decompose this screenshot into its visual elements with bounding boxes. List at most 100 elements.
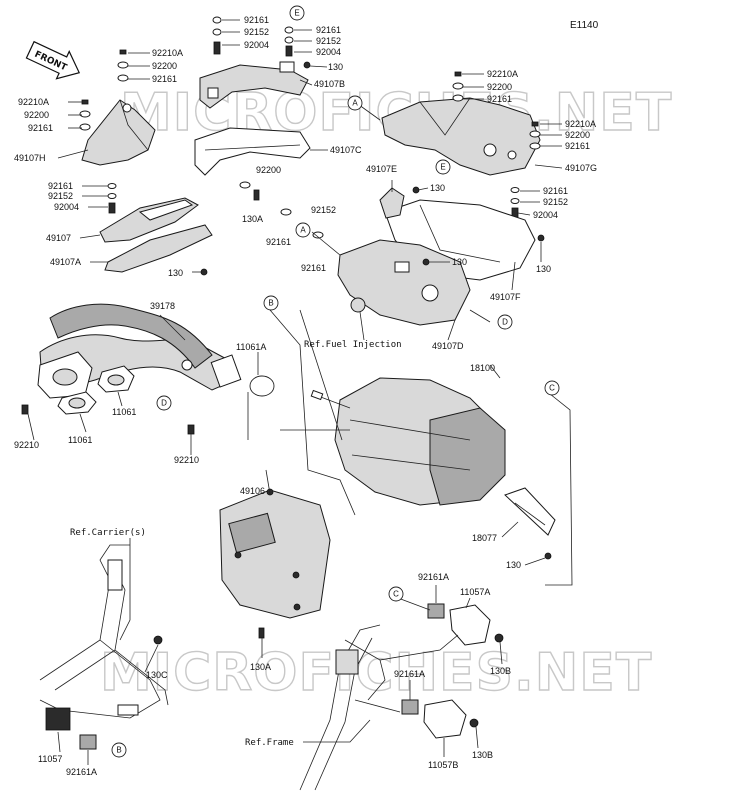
hardware-stack-right-lower	[510, 187, 520, 219]
label-92161-g: 92161	[565, 141, 590, 151]
ref-fuel-injection: Ref.Fuel Injection	[304, 340, 402, 350]
label-130-left: 130	[168, 268, 183, 278]
label-92152-a: 92152	[244, 27, 269, 37]
label-130-muffler: 130	[506, 560, 521, 570]
leader-lines	[27, 19, 573, 765]
label-39178: 39178	[150, 301, 175, 311]
label-49107: 49107	[46, 233, 71, 243]
collar-92161A-lower	[401, 699, 419, 715]
svg-text:E: E	[440, 163, 445, 172]
callout-C-lower: C	[388, 586, 404, 602]
label-92200-mid: 92200	[256, 165, 281, 175]
rubber-mount-11057	[45, 707, 71, 731]
nut-92210-right	[187, 424, 195, 435]
label-92210A-c: 92210A	[487, 69, 518, 79]
bolt-130B-upper	[494, 633, 504, 643]
label-92161-h: 92161	[543, 186, 568, 196]
svg-text:B: B	[268, 299, 273, 308]
collar-92161-mid	[280, 208, 292, 216]
label-11061A: 11061A	[236, 342, 266, 352]
label-92161A-upper: 92161A	[418, 572, 449, 582]
label-11057: 11057	[38, 754, 62, 764]
label-130-center: 130	[452, 257, 467, 267]
svg-text:C: C	[393, 590, 399, 599]
tail-pipe-18077	[504, 487, 556, 536]
callout-E-right: E	[435, 159, 451, 175]
svg-text:E: E	[294, 9, 299, 18]
heat-shield-49106	[219, 488, 331, 619]
label-92161-c: 92161	[152, 74, 177, 84]
label-130B-lower: 130B	[472, 750, 493, 760]
svg-text:C: C	[549, 384, 555, 393]
callout-E-top: E	[289, 5, 305, 21]
label-92210-a: 92210	[14, 440, 39, 450]
carrier-frame	[39, 544, 169, 719]
label-130C: 130C	[146, 670, 168, 680]
label-92200-c: 92200	[487, 82, 512, 92]
svg-text:A: A	[300, 226, 306, 235]
gasket-11061-right	[97, 365, 135, 393]
washer-92200-mid	[239, 181, 251, 189]
label-49106: 49106	[240, 486, 265, 496]
heat-shield-49107G	[381, 97, 541, 176]
label-49107E: 49107E	[366, 164, 397, 174]
label-92200-d: 92200	[565, 130, 590, 140]
diagram-code: E1140	[570, 20, 599, 31]
frame-bracket	[299, 624, 386, 791]
bolt-130-right	[537, 234, 545, 242]
label-49107D: 49107D	[432, 341, 464, 351]
rubber-mount-11057B	[423, 699, 467, 739]
label-92161-f: 92161	[487, 94, 512, 104]
label-11057A: 11057A	[460, 587, 490, 597]
muffler-18100	[310, 377, 506, 506]
label-92004-h: 92004	[533, 210, 558, 220]
rubber-mount-11057A	[449, 604, 491, 646]
label-92200-a: 92200	[152, 61, 177, 71]
label-92161-mid: 92161	[266, 237, 291, 247]
callout-B-mid: B	[263, 295, 279, 311]
hardware-stack-1	[117, 49, 129, 82]
callout-C-right: C	[544, 380, 560, 396]
svg-text:D: D	[161, 399, 167, 408]
bolt-130A-mid	[253, 189, 260, 201]
gasket-11061-left	[57, 391, 97, 415]
label-49107C: 49107C	[330, 145, 362, 155]
label-11061-a: 11061	[112, 407, 136, 417]
svg-text:D: D	[502, 318, 508, 327]
label-49107B: 49107B	[314, 79, 345, 89]
label-11061-b: 11061	[68, 435, 92, 445]
hardware-stack-top-middle	[212, 16, 311, 69]
front-arrow-icon: FRONT	[25, 40, 81, 80]
collar-92161A-upper	[427, 603, 445, 619]
gasket-ring-11061A	[249, 375, 275, 397]
collar-92161-mid2	[312, 231, 324, 239]
watermark-bottom: MICROFICHES.NET	[100, 643, 652, 703]
label-92004-b: 92004	[316, 47, 341, 57]
label-130A-lower: 130A	[250, 662, 271, 672]
label-130-right: 130	[536, 264, 551, 274]
label-18077: 18077	[472, 533, 497, 543]
label-130B-upper: 130B	[490, 666, 511, 676]
label-92004-e: 92004	[54, 202, 79, 212]
label-92161-a: 92161	[244, 15, 269, 25]
bolt-stack-left	[107, 183, 117, 214]
ref-frame: Ref.Frame	[245, 738, 294, 748]
callout-A-top: A	[347, 95, 363, 111]
nut-92210-left	[21, 404, 29, 415]
label-92152-h: 92152	[543, 197, 568, 207]
label-49107H: 49107H	[14, 153, 46, 163]
bolt-130-muffler	[544, 552, 552, 560]
label-49107G: 49107G	[565, 163, 597, 173]
label-92200-b: 92200	[24, 110, 49, 120]
part-labels: 92161 92152 92004 92161 92152 92004 130 …	[14, 15, 597, 777]
label-92161-e: 92161	[48, 181, 73, 191]
svg-text:A: A	[352, 99, 358, 108]
label-130-top: 130	[328, 62, 343, 72]
label-92210A-a: 92210A	[152, 48, 183, 58]
label-92210A-d: 92210A	[565, 119, 596, 129]
collar-92161A-left	[79, 734, 97, 750]
label-49107A: 49107A	[50, 257, 81, 267]
label-49107F: 49107F	[490, 292, 521, 302]
label-92161-b: 92161	[316, 25, 341, 35]
label-92161-d: 92161	[28, 123, 53, 133]
